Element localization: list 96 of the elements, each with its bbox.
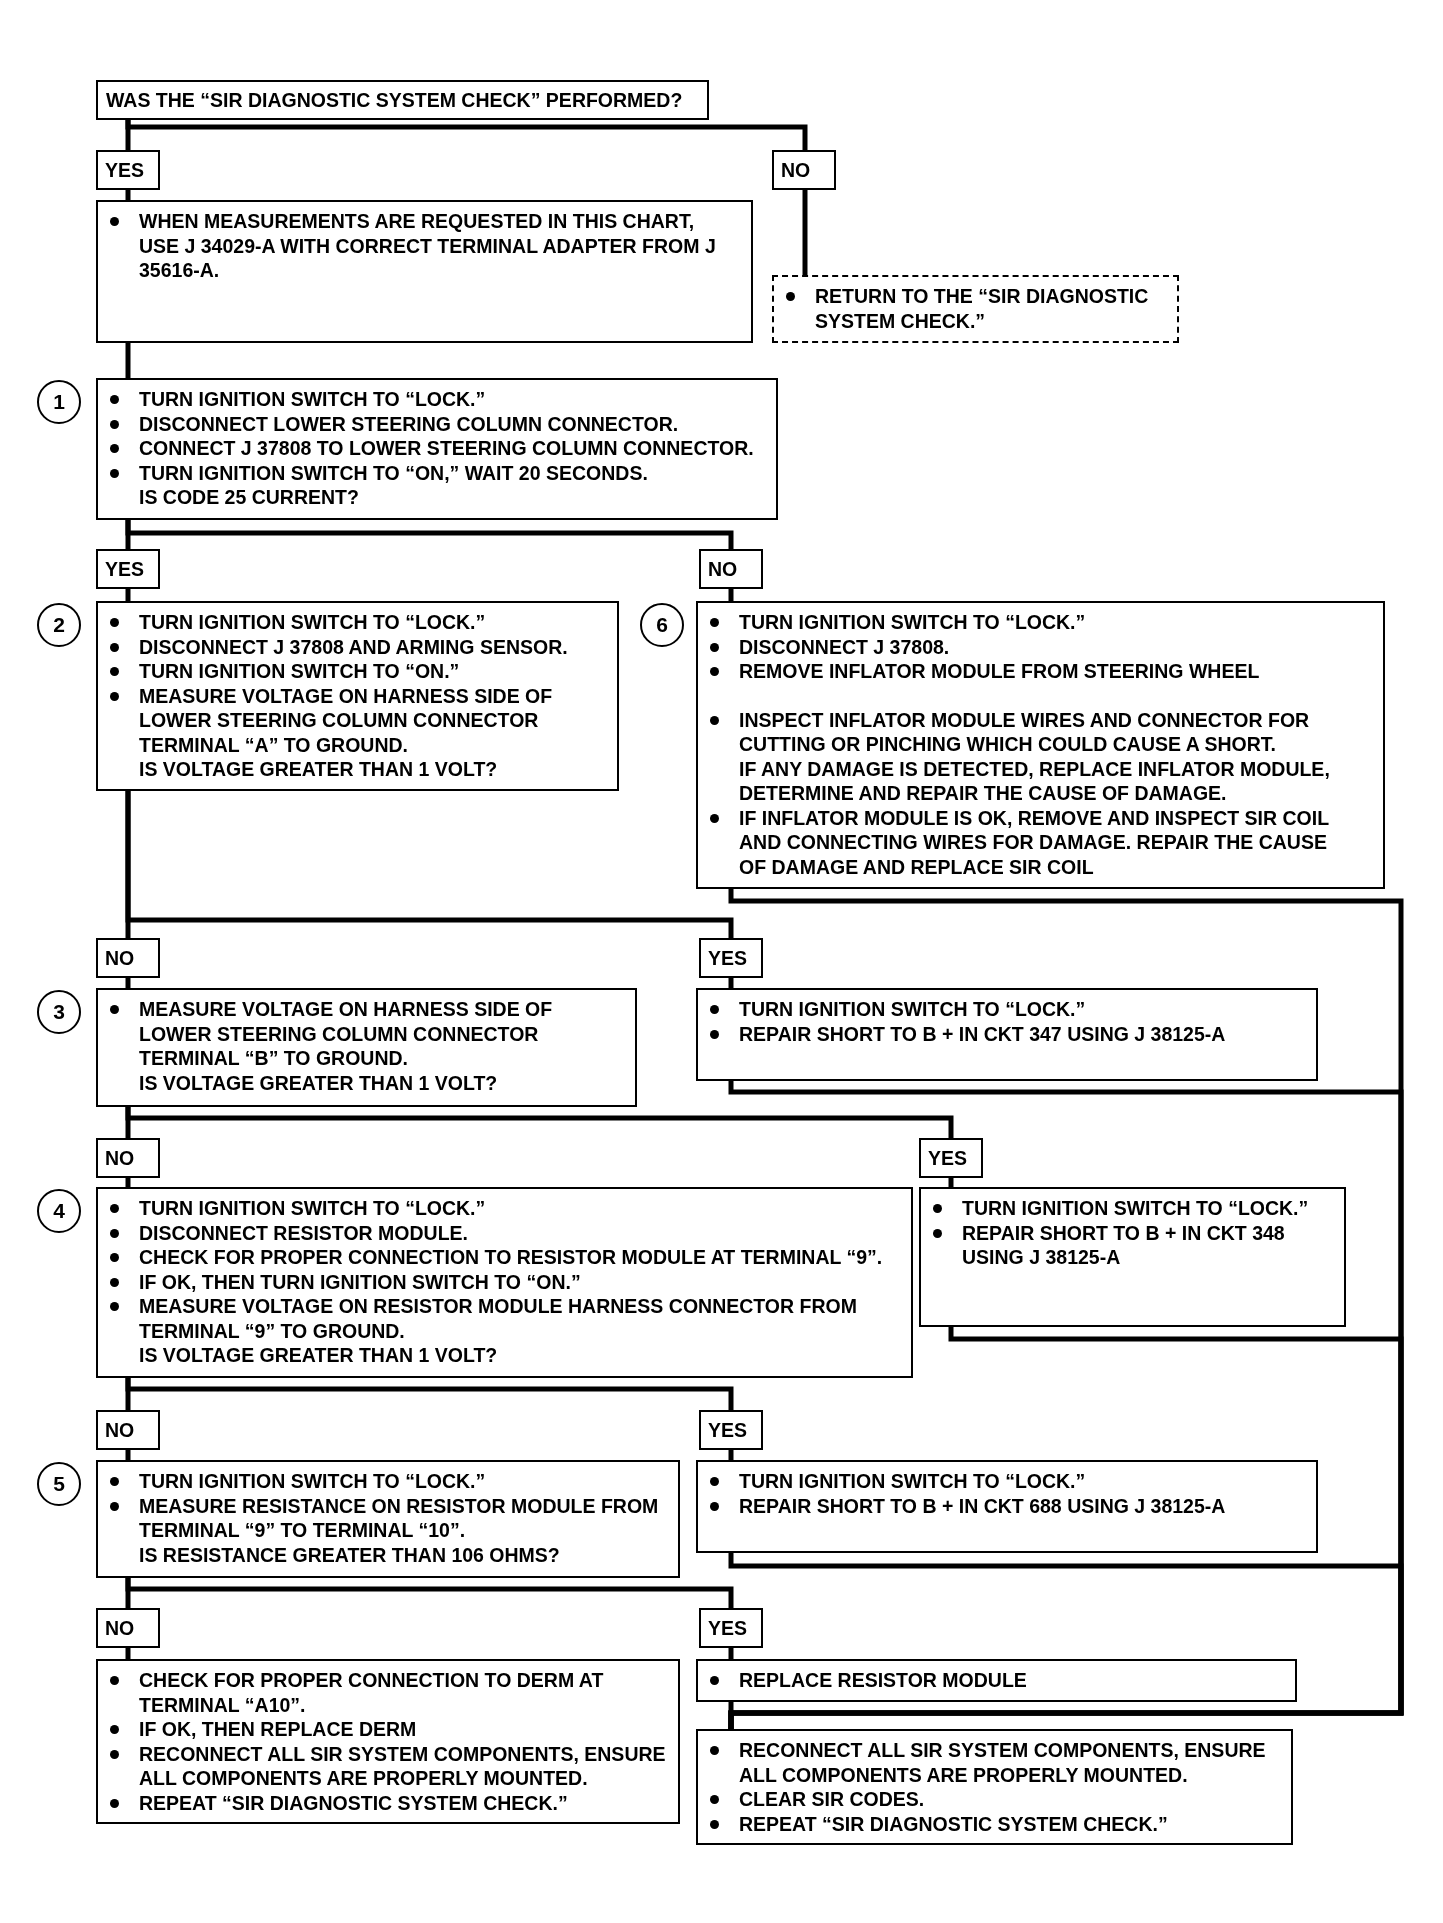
answer-tag: NO <box>96 1410 160 1450</box>
connector-line <box>125 1107 954 1138</box>
connector-line <box>125 1450 131 1460</box>
step-box <box>919 1187 1346 1327</box>
note-box <box>772 275 1179 343</box>
connector-line <box>948 1178 954 1187</box>
step-box <box>96 378 778 520</box>
step-box <box>96 601 619 791</box>
connector-line <box>728 1450 734 1460</box>
step-number: 4 <box>37 1189 81 1233</box>
answer-tag: NO <box>96 1608 160 1648</box>
answer-tag: NO <box>772 150 836 190</box>
step-box <box>96 988 637 1107</box>
connector-line <box>125 1178 131 1187</box>
instruction-text: REPAIR SHORT TO B + IN CKT 347 USING J 38125-A <box>739 1021 1226 1046</box>
instruction-text: DISCONNECT LOWER STEERING COLUMN CONNECTOR. <box>139 411 679 436</box>
instruction-text: REPAIR SHORT TO B + IN CKT 348 USING J 38125-A <box>962 1220 1286 1270</box>
instruction-text: IF ANY DAMAGE IS DETECTED, REPLACE INFLATOR MODULE, DETERMINE AND REPAIR THE CAUSE OF DAMAGE. <box>739 756 1331 806</box>
instruction-text: CONNECT J 37808 TO LOWER STEERING COLUMN CONNECTOR. <box>139 436 754 461</box>
answer-tag: YES <box>699 1410 763 1450</box>
step-box <box>96 200 753 343</box>
instruction-text: MEASURE VOLTAGE ON HARNESS SIDE OF LOWER STEERING COLUMN CONNECTOR TERMINAL “A” TO GROUND. <box>139 683 554 757</box>
instruction-text: RECONNECT ALL SIR SYSTEM COMPONENTS, ENSURE ALL COMPONENTS ARE PROPERLY MOUNTED. <box>139 1741 667 1791</box>
instruction-text: TURN IGNITION SWITCH TO “LOCK.” <box>962 1196 1309 1221</box>
instruction-text: TURN IGNITION SWITCH TO “LOCK.” <box>739 610 1086 635</box>
instruction-text: MEASURE VOLTAGE ON HARNESS SIDE OF LOWER STEERING COLUMN CONNECTOR TERMINAL “B” TO GROUND. <box>139 997 554 1071</box>
answer-tag: YES <box>96 150 160 190</box>
answer-tag: YES <box>699 938 763 978</box>
connector-line <box>125 791 734 938</box>
connector-line <box>125 1378 734 1410</box>
connector-line <box>802 190 808 275</box>
instruction-text: REPEAT “SIR DIAGNOSTIC SYSTEM CHECK.” <box>739 1811 1168 1836</box>
question-text: IS VOLTAGE GREATER THAN 1 VOLT? <box>139 1070 498 1095</box>
instruction-text: DISCONNECT RESISTOR MODULE. <box>139 1220 468 1245</box>
instruction-text: CHECK FOR PROPER CONNECTION TO DERM AT TERMINAL “A10”. <box>139 1668 605 1717</box>
instruction-text: DISCONNECT J 37808 AND ARMING SENSOR. <box>139 634 568 659</box>
step-box <box>696 601 1385 889</box>
connector-line <box>125 1648 131 1659</box>
connector-line <box>125 190 131 200</box>
instruction-text: TURN IGNITION SWITCH TO “ON.” <box>139 659 460 684</box>
step-box <box>96 1460 680 1578</box>
instruction-text: TURN IGNITION SWITCH TO “LOCK.” <box>139 1469 486 1494</box>
instruction-text: REPAIR SHORT TO B + IN CKT 688 USING J 38125-A <box>739 1493 1226 1518</box>
instruction-text: INSPECT INFLATOR MODULE WIRES AND CONNECTOR FOR CUTTING OR PINCHING WHICH COULD CAUSE A SHORT. <box>739 707 1311 757</box>
connector-line <box>125 343 131 378</box>
instruction-text: CLEAR SIR CODES. <box>739 1787 925 1812</box>
step-box <box>696 988 1318 1081</box>
question-box: WAS THE “SIR DIAGNOSTIC SYSTEM CHECK” PERFORMED? <box>96 80 709 120</box>
connector-line <box>125 589 131 601</box>
answer-tag: NO <box>699 549 763 589</box>
instruction-text: MEASURE VOLTAGE ON RESISTOR MODULE HARNESS CONNECTOR FROM TERMINAL “9” TO GROUND. <box>139 1294 858 1343</box>
instruction-text: RECONNECT ALL SIR SYSTEM COMPONENTS, ENSURE ALL COMPONENTS ARE PROPERLY MOUNTED. <box>739 1738 1267 1787</box>
instruction-text: IF OK, THEN REPLACE DERM <box>139 1717 417 1742</box>
question-text: IS VOLTAGE GREATER THAN 1 VOLT? <box>139 1343 498 1368</box>
answer-tag: NO <box>96 938 160 978</box>
question-text: IS VOLTAGE GREATER THAN 1 VOLT? <box>139 757 498 782</box>
step-number: 5 <box>37 1462 81 1506</box>
instruction-text: TURN IGNITION SWITCH TO “LOCK.” <box>139 387 486 412</box>
instruction-text: DISCONNECT J 37808. <box>739 634 950 659</box>
instruction-text: MEASURE RESISTANCE ON RESISTOR MODULE FROM TERMINAL “9” TO TERMINAL “10”. <box>139 1493 660 1543</box>
step-box <box>696 1729 1293 1845</box>
instruction-text: REPEAT “SIR DIAGNOSTIC SYSTEM CHECK.” <box>139 1790 568 1815</box>
step-number: 1 <box>37 380 81 424</box>
instruction-text: TURN IGNITION SWITCH TO “LOCK.” <box>739 1469 1086 1494</box>
connector-line <box>728 978 734 988</box>
answer-tag: YES <box>699 1608 763 1648</box>
connector-line <box>125 119 808 150</box>
connector-line <box>125 520 734 549</box>
instruction-text: IF INFLATOR MODULE IS OK, REMOVE AND INSPECT SIR COIL AND CONNECTING WIRES FOR DAMAGE. REPAIR THE CAUSE OF DAMAGE AND REPLACE SIR COIL <box>739 805 1330 879</box>
connector-line <box>728 589 734 601</box>
question-text: IS CODE 25 CURRENT? <box>139 485 359 510</box>
connector-line <box>728 1648 734 1659</box>
instruction-text: TURN IGNITION SWITCH TO “LOCK.” <box>139 610 486 635</box>
instruction-text: REPLACE RESISTOR MODULE <box>739 1668 1027 1693</box>
answer-tag: NO <box>96 1138 160 1178</box>
step-box <box>96 1659 680 1824</box>
step-number: 2 <box>37 603 81 647</box>
instruction-text: REMOVE INFLATOR MODULE FROM STEERING WHEEL <box>739 659 1260 684</box>
step-box <box>696 1659 1297 1702</box>
question-text: IS RESISTANCE GREATER THAN 106 OHMS? <box>139 1542 560 1567</box>
instruction-text: RETURN TO THE “SIR DIAGNOSTIC SYSTEM CHECK.” <box>815 284 1150 333</box>
answer-tag: YES <box>96 549 160 589</box>
instruction-text: IF OK, THEN TURN IGNITION SWITCH TO “ON.” <box>139 1269 581 1294</box>
answer-tag: YES <box>919 1138 983 1178</box>
connector-line <box>728 1702 734 1729</box>
connector-line <box>125 978 131 988</box>
step-number: 3 <box>37 990 81 1034</box>
instruction-text: TURN IGNITION SWITCH TO “LOCK.” <box>739 997 1086 1022</box>
instruction-text: WHEN MEASUREMENTS ARE REQUESTED IN THIS CHART, USE J 34029-A WITH CORRECT TERMINAL ADAPTER FROM J 35616-A. <box>139 209 717 283</box>
step-box <box>96 1187 913 1378</box>
instruction-text: TURN IGNITION SWITCH TO “ON,” WAIT 20 SECONDS. <box>139 460 648 485</box>
step-number: 6 <box>640 603 684 647</box>
instruction-text: TURN IGNITION SWITCH TO “LOCK.” <box>139 1196 486 1221</box>
step-box <box>696 1460 1318 1553</box>
connector-line <box>125 1578 734 1608</box>
instruction-text: CHECK FOR PROPER CONNECTION TO RESISTOR MODULE AT TERMINAL “9”. <box>139 1245 883 1270</box>
